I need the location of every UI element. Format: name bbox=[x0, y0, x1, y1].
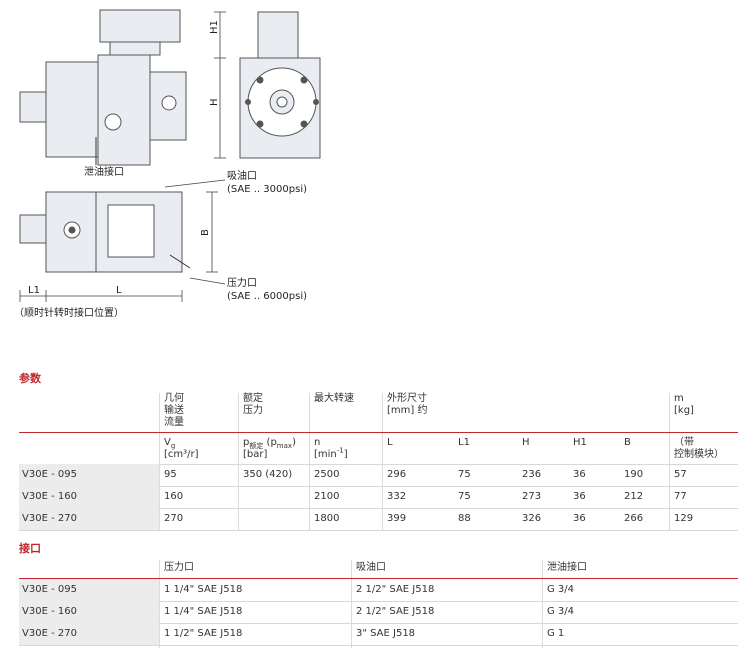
unit-n: n bbox=[314, 437, 321, 448]
drain-port-cell: G 3/4 bbox=[547, 584, 575, 595]
model-cell: V30E - 270 bbox=[22, 628, 77, 639]
h-cell: 326 bbox=[522, 513, 542, 524]
unit-n-unit: [min-1] bbox=[314, 446, 348, 460]
table-row: V30E - 095 95 350 (420) 2500 296 75 236 … bbox=[19, 464, 738, 487]
suction-port-cell: 2 1/2" SAE J518 bbox=[356, 606, 435, 617]
b-cell: 190 bbox=[624, 469, 644, 480]
header-pressure-port: 压力口 bbox=[164, 562, 194, 573]
side-view bbox=[19, 9, 187, 166]
pressure-port-cell: 1 1/2" SAE J518 bbox=[164, 628, 243, 639]
model-cell: V30E - 160 bbox=[22, 606, 77, 617]
unit-p-unit: [bar] bbox=[243, 449, 268, 460]
b-cell: 212 bbox=[624, 491, 644, 502]
pressure-port-label: 压力口 bbox=[227, 278, 257, 289]
unit-vg-unit: [cm³/r] bbox=[164, 449, 199, 460]
l-cell: 296 bbox=[387, 469, 407, 480]
model-cell: V30E - 095 bbox=[22, 469, 77, 480]
drain-port-cell: G 3/4 bbox=[547, 606, 575, 617]
l1-cell: 75 bbox=[458, 491, 471, 502]
suction-port-spec: (SAE .. 3000psi) bbox=[227, 184, 307, 195]
header-speed: 最大转速 bbox=[314, 393, 354, 404]
params-header-rule bbox=[19, 432, 738, 433]
vg-cell: 160 bbox=[164, 491, 184, 502]
l-cell: 332 bbox=[387, 491, 407, 502]
h1-cell: 36 bbox=[573, 491, 586, 502]
header-drain-port: 泄油接口 bbox=[547, 562, 587, 573]
params-table: 几何 输送 流量 额定 压力 最大转速 外形尺寸 [mm] 约 m [kg] V… bbox=[19, 393, 738, 531]
table-row: V30E - 270 270 1800 399 88 326 36 266 12… bbox=[19, 508, 738, 531]
header-pressure: 额定 压力 bbox=[243, 393, 263, 416]
suction-port-label: 吸油口 bbox=[227, 171, 257, 182]
header-suction-port: 吸油口 bbox=[356, 562, 386, 573]
h1-cell: 36 bbox=[573, 513, 586, 524]
dim-h-label: H bbox=[209, 98, 220, 106]
speed-cell: 2100 bbox=[314, 491, 340, 502]
suction-port-cell: 3" SAE J518 bbox=[356, 628, 416, 639]
pressure-port-cell: 1 1/4" SAE J518 bbox=[164, 606, 243, 617]
unit-l: L bbox=[387, 437, 393, 448]
unit-h1: H1 bbox=[573, 437, 587, 448]
table-row: V30E - 095 1 1/4" SAE J518 2 1/2" SAE J5… bbox=[19, 579, 738, 602]
dim-l1-label: L1 bbox=[28, 285, 40, 296]
h-cell: 236 bbox=[522, 469, 542, 480]
table-row: V30E - 160 160 2100 332 75 273 36 212 77 bbox=[19, 486, 738, 509]
header-mass: m [kg] bbox=[674, 393, 694, 416]
l-cell: 399 bbox=[387, 513, 407, 524]
h1-cell: 36 bbox=[573, 469, 586, 480]
model-cell: V30E - 160 bbox=[22, 491, 77, 502]
suction-port-cell: 2 1/2" SAE J518 bbox=[356, 584, 435, 595]
ports-section-title: 接口 bbox=[19, 542, 41, 555]
pressure-port-spec: (SAE .. 6000psi) bbox=[227, 291, 307, 302]
model-cell: V30E - 270 bbox=[22, 513, 77, 524]
mass-cell: 129 bbox=[674, 513, 694, 524]
dim-b-label: B bbox=[200, 229, 211, 236]
ports-header-rule bbox=[19, 578, 738, 579]
pressure-port-cell: 1 1/4" SAE J518 bbox=[164, 584, 243, 595]
pump-drawing bbox=[19, 9, 321, 302]
mass-cell: 57 bbox=[674, 469, 687, 480]
header-displacement: 几何 输送 流量 bbox=[164, 393, 184, 428]
unit-h: H bbox=[522, 437, 530, 448]
vg-cell: 270 bbox=[164, 513, 184, 524]
b-cell: 266 bbox=[624, 513, 644, 524]
vg-cell: 95 bbox=[164, 469, 177, 480]
dim-l-label: L bbox=[116, 285, 122, 296]
h-cell: 273 bbox=[522, 491, 542, 502]
drain-port-cell: G 1 bbox=[547, 628, 565, 639]
table-row: V30E - 270 1 1/2" SAE J518 3" SAE J518 G… bbox=[19, 623, 738, 646]
unit-m: （带 控制模块） bbox=[674, 437, 724, 460]
ports-table: 压力口 吸油口 泄油接口 V30E - 095 1 1/4" SAE J518 … bbox=[19, 560, 738, 648]
rotation-note: （顺时针转时接口位置） bbox=[14, 308, 124, 319]
l1-cell: 88 bbox=[458, 513, 471, 524]
table-row: V30E - 160 1 1/4" SAE J518 2 1/2" SAE J5… bbox=[19, 601, 738, 624]
speed-cell: 1800 bbox=[314, 513, 340, 524]
dim-h1-label: H1 bbox=[209, 20, 220, 34]
mass-cell: 77 bbox=[674, 491, 687, 502]
unit-l1: L1 bbox=[458, 437, 470, 448]
front-view bbox=[239, 11, 321, 159]
model-cell: V30E - 095 bbox=[22, 584, 77, 595]
params-section-title: 参数 bbox=[19, 372, 41, 385]
unit-p: p额定 (pmax) bbox=[243, 437, 296, 450]
pressure-cell: 350 (420) bbox=[243, 469, 293, 480]
unit-vg: Vg bbox=[164, 437, 176, 450]
header-dimensions: 外形尺寸 [mm] 约 bbox=[387, 393, 428, 416]
l1-cell: 75 bbox=[458, 469, 471, 480]
drain-port-label: 泄油接口 bbox=[84, 167, 124, 178]
speed-cell: 2500 bbox=[314, 469, 340, 480]
top-view bbox=[19, 191, 191, 273]
unit-b: B bbox=[624, 437, 631, 448]
